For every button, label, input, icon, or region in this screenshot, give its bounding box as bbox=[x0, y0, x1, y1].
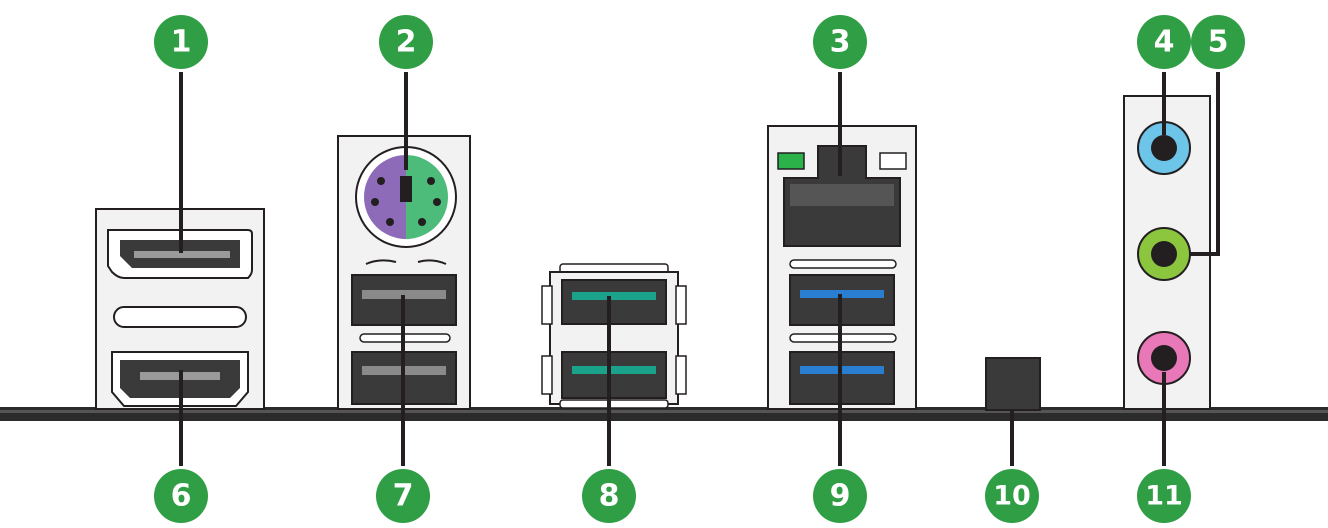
callout-badge bbox=[985, 469, 1039, 523]
callout-badge bbox=[813, 15, 867, 69]
callout-2: 2 bbox=[379, 15, 433, 69]
audio-jack-blue bbox=[1137, 121, 1191, 175]
board-edge-highlight bbox=[0, 410, 1328, 413]
audio-jack-green bbox=[1137, 227, 1191, 281]
callout-label: 4 bbox=[1154, 25, 1175, 60]
callout-4: 4 bbox=[1137, 15, 1191, 69]
callout-badge bbox=[813, 469, 867, 523]
callout-label: 1 bbox=[171, 25, 192, 60]
callout-badge bbox=[154, 15, 208, 69]
callout-label: 3 bbox=[830, 25, 851, 60]
displayport-connector bbox=[107, 229, 253, 279]
callout-3: 3 bbox=[813, 15, 867, 69]
callout-label: 9 bbox=[830, 479, 851, 514]
panel-mark bbox=[417, 259, 447, 265]
rj45-port bbox=[783, 145, 901, 247]
callout-1: 1 bbox=[154, 15, 208, 69]
callout-label: 10 bbox=[993, 481, 1031, 512]
callout-badge bbox=[154, 469, 208, 523]
callout-label: 11 bbox=[1145, 481, 1183, 512]
lan-led-left bbox=[777, 152, 805, 170]
callout-9: 9 bbox=[813, 469, 867, 523]
callout-badge bbox=[379, 15, 433, 69]
leader-line-5 bbox=[1190, 72, 1220, 256]
usb3-port-top bbox=[561, 279, 667, 325]
usb3-port-bottom bbox=[561, 351, 667, 399]
ps2-port bbox=[355, 146, 457, 248]
small-connector-block bbox=[985, 357, 1041, 411]
callout-10: 10 bbox=[985, 469, 1039, 523]
callout-8: 8 bbox=[582, 469, 636, 523]
callout-label: 6 bbox=[171, 479, 192, 514]
callout-label: 5 bbox=[1208, 25, 1229, 60]
callout-badge bbox=[1137, 469, 1191, 523]
panel-slot bbox=[113, 306, 247, 328]
callout-badge bbox=[376, 469, 430, 523]
callout-label: 8 bbox=[599, 479, 620, 514]
callout-6: 6 bbox=[154, 469, 208, 523]
lan-led-right bbox=[879, 152, 907, 170]
panel-mark bbox=[365, 259, 397, 265]
callout-7: 7 bbox=[376, 469, 430, 523]
callout-badge bbox=[582, 469, 636, 523]
callout-badge bbox=[1191, 15, 1245, 69]
panel-slot bbox=[789, 333, 897, 343]
leader-lines bbox=[179, 72, 1220, 466]
callout-11: 11 bbox=[1137, 469, 1191, 523]
callout-badge bbox=[1137, 15, 1191, 69]
panel-slot bbox=[789, 259, 897, 269]
usb3-stack bbox=[541, 263, 687, 409]
callout-5: 5 bbox=[1191, 15, 1245, 69]
callout-label: 7 bbox=[393, 479, 414, 514]
callout-label: 2 bbox=[396, 25, 417, 60]
audio-panel bbox=[1123, 95, 1211, 410]
